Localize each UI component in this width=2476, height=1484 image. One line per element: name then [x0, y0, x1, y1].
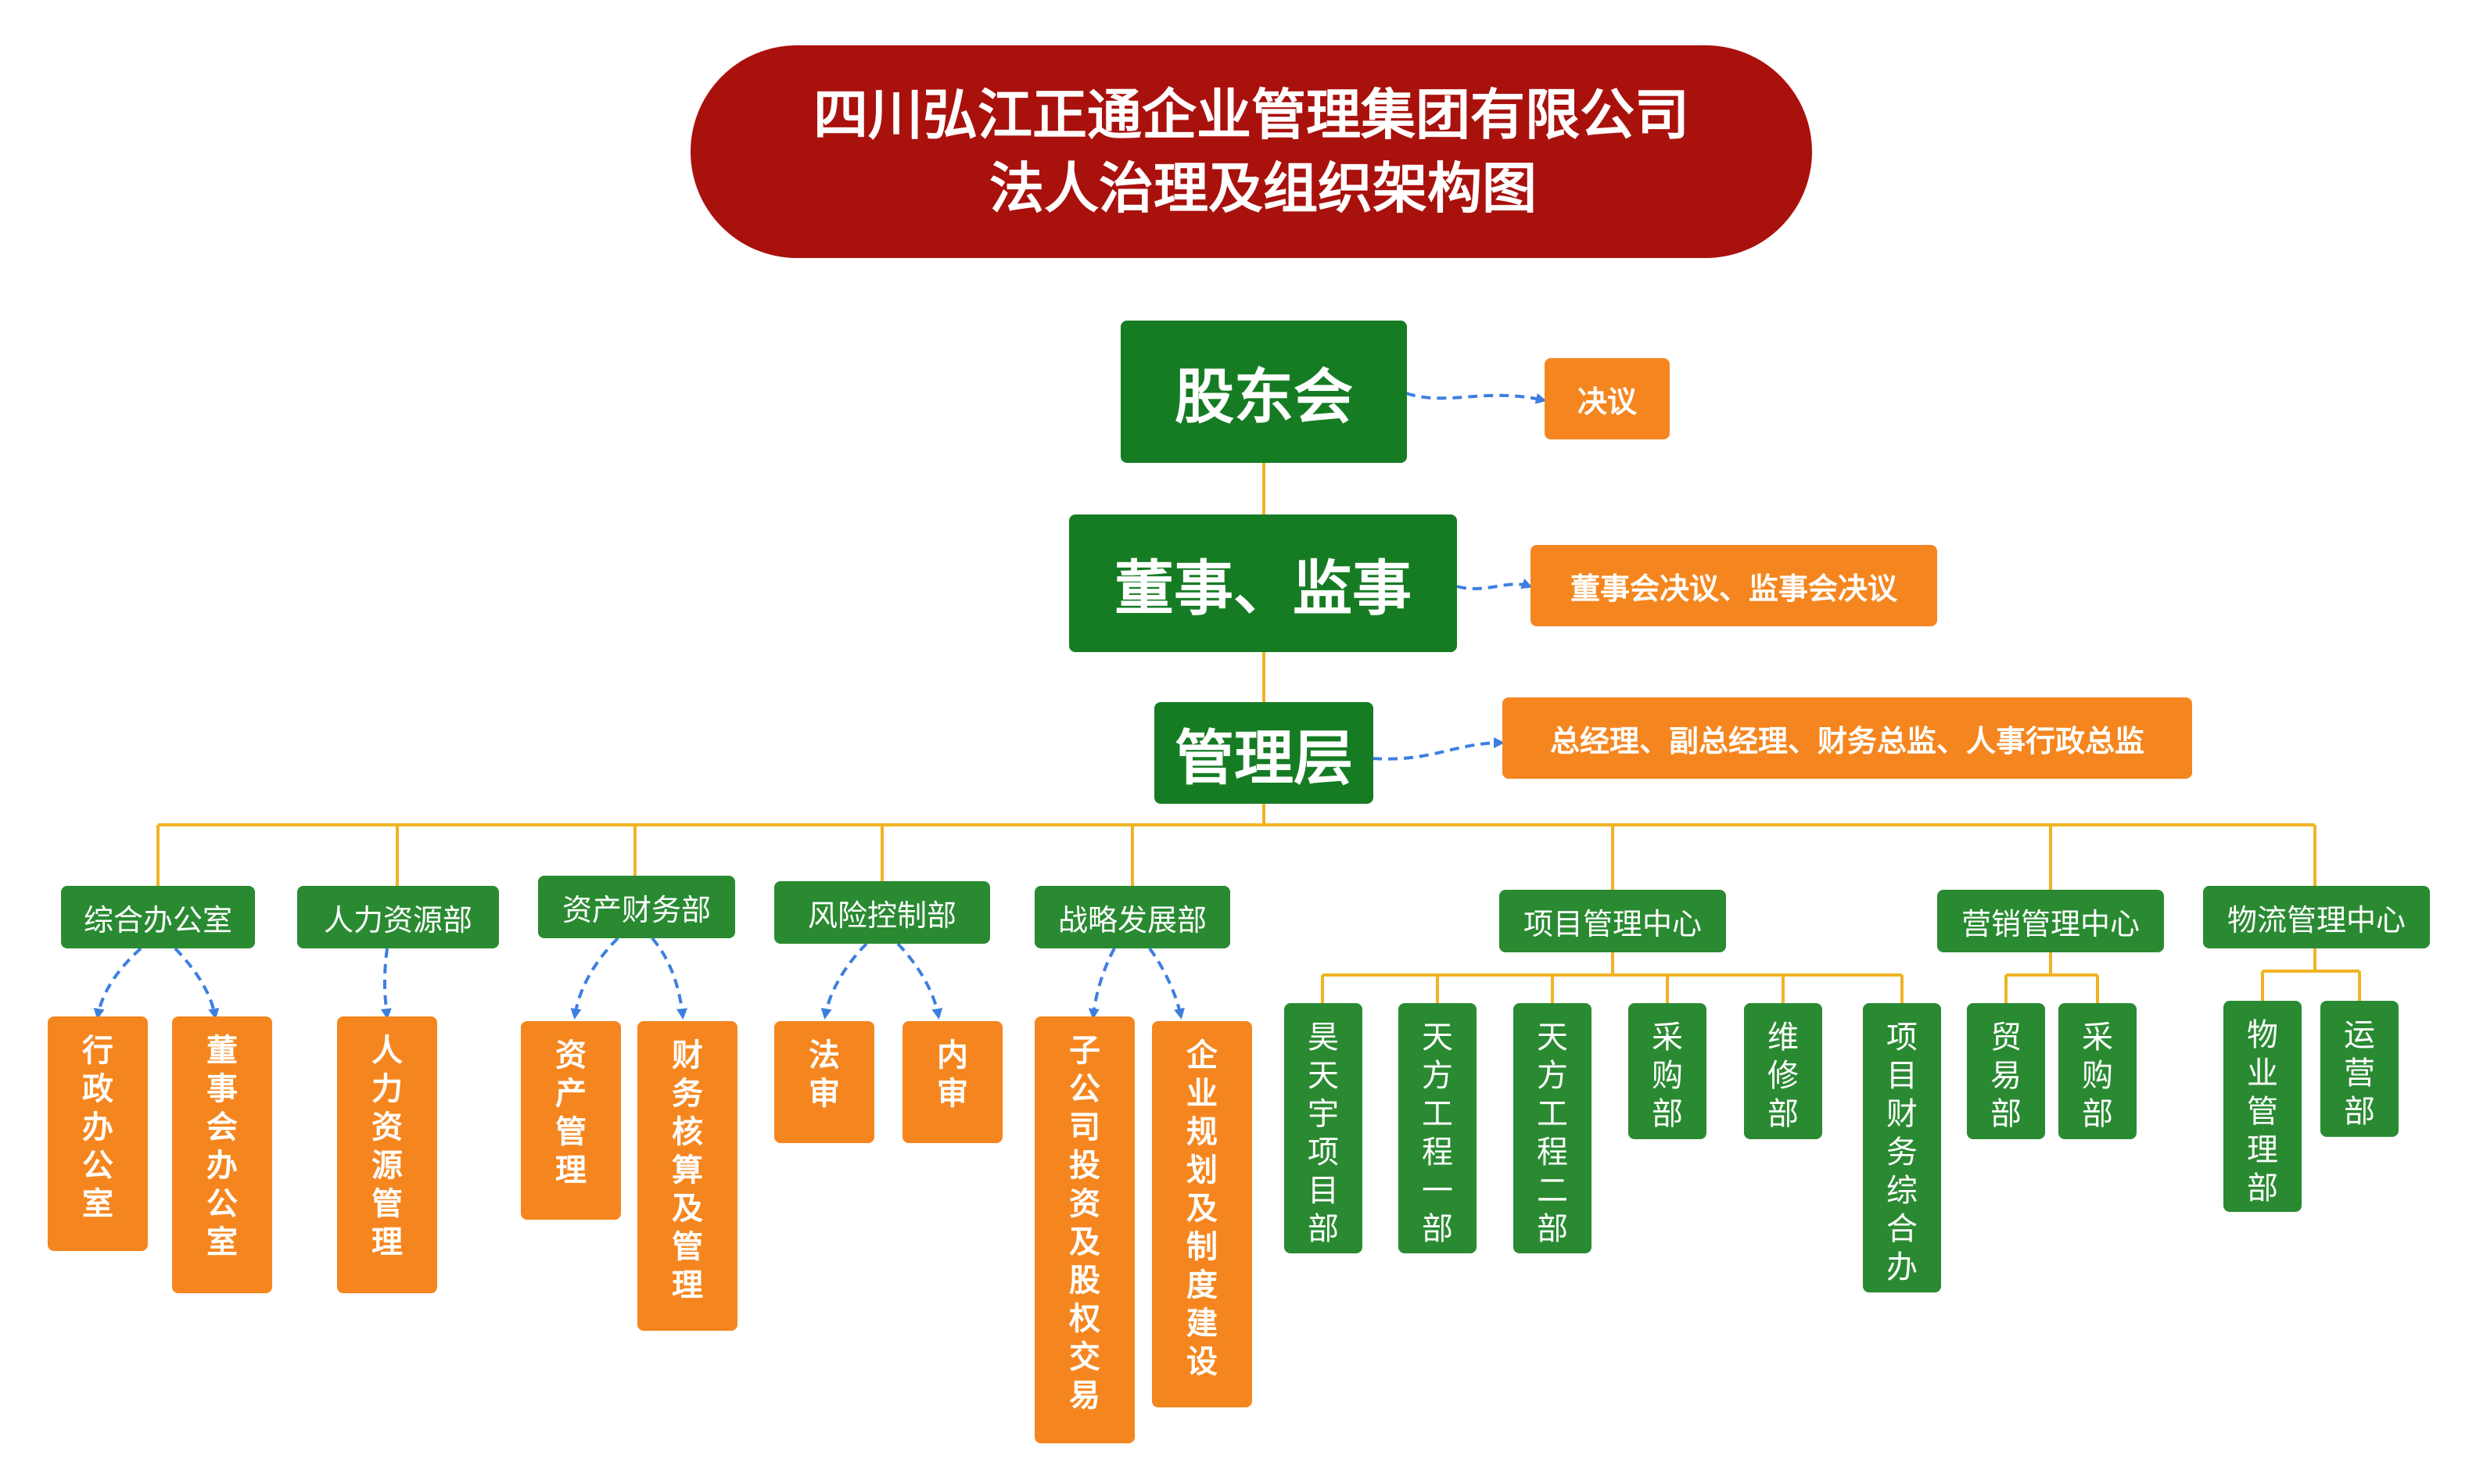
- management-node: 管理层: [1154, 702, 1373, 804]
- unit-asset-management: 资产管理: [521, 1021, 621, 1220]
- unit-label: 维修部: [1767, 1020, 1799, 1132]
- unit-label: 人力资源管理: [371, 1033, 403, 1260]
- unit-label: 企业规划及制度建设: [1186, 1038, 1218, 1380]
- unit-project-finance-office: 项目财务综合办: [1863, 1003, 1941, 1292]
- unit-tianfang-eng-1: 天方工程一部: [1398, 1003, 1477, 1253]
- unit-label: 法审: [809, 1038, 840, 1112]
- unit-internal-audit: 内审: [902, 1021, 1003, 1143]
- dept-asset-finance: 资产财务部: [538, 876, 735, 938]
- unit-operations: 运营部: [2320, 1001, 2399, 1137]
- dept-marketing-center: 营销管理中心: [1937, 890, 2164, 952]
- unit-haotianyu-project: 昊天宇项目部: [1284, 1003, 1362, 1253]
- board-node: 董事、监事: [1069, 514, 1457, 652]
- unit-label: 运营部: [2344, 1017, 2375, 1130]
- unit-label: 行政办公室: [82, 1033, 113, 1222]
- unit-label: 天方工程一部: [1422, 1020, 1453, 1247]
- unit-label: 天方工程二部: [1537, 1020, 1568, 1247]
- unit-board-office: 董事会办公室: [172, 1016, 272, 1293]
- board-note: 董事会决议、监事会决议: [1530, 545, 1937, 626]
- unit-trade: 贸易部: [1967, 1003, 2045, 1139]
- unit-label: 财务核算及管理: [672, 1038, 703, 1303]
- unit-legal-review: 法审: [774, 1021, 874, 1143]
- title-line-1: 四川弘江正通企业管理集团有限公司: [813, 83, 1689, 147]
- unit-label: 子公司投资及股权交易: [1069, 1033, 1100, 1414]
- unit-property-management: 物业管理部: [2223, 1001, 2302, 1212]
- unit-marketing-procurement: 采购部: [2058, 1003, 2137, 1139]
- unit-enterprise-planning: 企业规划及制度建设: [1152, 1021, 1252, 1407]
- dept-project-center: 项目管理中心: [1499, 890, 1726, 952]
- unit-label: 董事会办公室: [206, 1033, 238, 1260]
- unit-subsidiary-investment: 子公司投资及股权交易: [1035, 1016, 1135, 1443]
- unit-admin-office: 行政办公室: [48, 1016, 148, 1251]
- dept-strategy: 战略发展部: [1035, 886, 1230, 948]
- unit-label: 昊天宇项目部: [1308, 1020, 1339, 1247]
- title-line-2: 法人治理及组织架构图: [989, 156, 1537, 220]
- unit-procurement: 采购部: [1628, 1003, 1706, 1139]
- shareholders-note: 决议: [1545, 358, 1670, 439]
- dept-human-resources: 人力资源部: [297, 886, 499, 948]
- unit-tianfang-eng-2: 天方工程二部: [1513, 1003, 1591, 1253]
- unit-label: 项目财务综合办: [1886, 1020, 1918, 1285]
- unit-label: 内审: [937, 1038, 968, 1112]
- dept-logistics-center: 物流管理中心: [2203, 886, 2430, 948]
- unit-hr-management: 人力资源管理: [337, 1016, 437, 1293]
- unit-label: 物业管理部: [2247, 1017, 2278, 1206]
- unit-maintenance: 维修部: [1744, 1003, 1822, 1139]
- dept-risk-control: 风险控制部: [774, 881, 990, 944]
- management-note: 总经理、副总经理、财务总监、人事行政总监: [1502, 697, 2192, 779]
- unit-finance-accounting: 财务核算及管理: [637, 1021, 737, 1331]
- shareholders-node: 股东会: [1121, 321, 1407, 463]
- title-banner: 四川弘江正通企业管理集团有限公司 法人治理及组织架构图: [691, 45, 1812, 258]
- unit-label: 贸易部: [1990, 1020, 2022, 1132]
- unit-label: 采购部: [1652, 1020, 1683, 1132]
- dept-general-office: 综合办公室: [61, 886, 255, 948]
- unit-label: 采购部: [2082, 1020, 2113, 1132]
- unit-label: 资产管理: [555, 1038, 587, 1188]
